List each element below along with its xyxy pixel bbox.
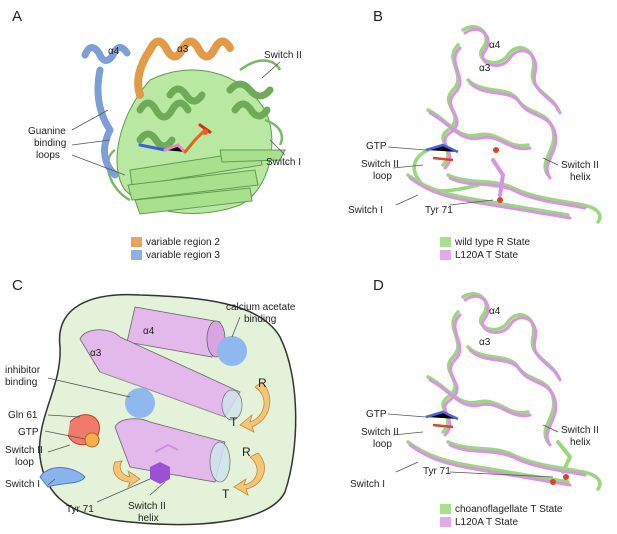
- label-switch2-helix-2: helix: [138, 513, 159, 524]
- panel-d: D: [308, 267, 617, 534]
- label-alpha3: α3: [479, 337, 491, 348]
- label-calcium-1: calcium acetate: [226, 302, 296, 313]
- legend-swatch-green: [440, 237, 451, 247]
- label-switch2-loop-2: loop: [373, 439, 392, 450]
- green-helices: [136, 80, 274, 150]
- label-switch1: Switch I: [5, 479, 41, 490]
- label-switch2-loop-2: loop: [373, 171, 392, 182]
- legend-label-l120a: L120A T State: [455, 250, 519, 261]
- gtp-ligand: [138, 123, 212, 154]
- label-switch2-helix-1: Switch II: [561, 160, 599, 171]
- gtp-sticks: [425, 143, 503, 203]
- label-guanine-2: binding: [34, 138, 67, 149]
- label-alpha3: α3: [479, 63, 491, 74]
- panel-d-structure: [387, 292, 602, 527]
- label-alpha3: α3: [90, 348, 102, 359]
- l120a-t-trace: [408, 294, 587, 487]
- label-tyr71: Tyr 71: [66, 504, 94, 515]
- panel-d-letter: D: [373, 277, 384, 294]
- legend-label-region3: variable region 3: [146, 250, 220, 261]
- panel-a-structure: [71, 37, 286, 260]
- label-switch1: Switch I: [348, 205, 384, 216]
- label-gtp: GTP: [18, 427, 39, 438]
- gtp-sticks: [425, 410, 569, 485]
- label-switch2-loop-1: Switch II: [361, 159, 399, 170]
- label-r-2: R: [242, 445, 251, 459]
- panel-c-letter: C: [12, 277, 23, 294]
- panel-a: A: [0, 0, 308, 267]
- label-switch2-helix-2: helix: [570, 172, 591, 183]
- panel-d-leaders: [387, 413, 559, 478]
- variable-region-3: [81, 44, 131, 179]
- panel-b-leaders: [387, 146, 559, 206]
- panel-c-leaders: [44, 316, 241, 503]
- label-inhibitor-2: binding: [5, 377, 38, 388]
- label-guanine-3: loops: [36, 150, 60, 161]
- legend-swatch-green: [440, 504, 451, 514]
- legend-label-wt: wild type R State: [455, 237, 531, 248]
- panel-c: C: [0, 267, 308, 534]
- label-switch2-loop-1: Switch II: [361, 427, 399, 438]
- label-switch2-helix-1: Switch II: [561, 425, 599, 436]
- label-switch1: Switch I: [266, 157, 302, 168]
- rt-arrows: [113, 381, 271, 496]
- calcium-site: [217, 336, 247, 366]
- label-r-1: R: [258, 376, 267, 390]
- label-switch2-helix-2: helix: [570, 437, 591, 448]
- l120a-t-trace: [408, 27, 587, 220]
- panel-b-letter: B: [373, 8, 384, 25]
- switch2-helix-cylinder: [114, 418, 231, 483]
- label-gtp: GTP: [366, 141, 387, 152]
- panel-b-structure: [387, 25, 602, 260]
- label-tyr71: Tyr 71: [425, 205, 453, 216]
- legend-swatch-pink: [440, 517, 451, 527]
- label-t-2: T: [222, 487, 230, 501]
- label-switch2-helix-1: Switch II: [128, 501, 166, 512]
- panel-a-leaders: [71, 61, 286, 176]
- label-alpha4: α4: [489, 306, 501, 317]
- legend-label-l120a: L120A T State: [455, 517, 519, 528]
- inhibitor-site: [125, 388, 155, 418]
- label-alpha4: α4: [489, 40, 501, 51]
- label-tyr71: Tyr 71: [423, 466, 451, 477]
- legend-swatch-pink: [440, 250, 451, 260]
- legend-label-region2: variable region 2: [146, 237, 220, 248]
- label-alpha4: α4: [143, 326, 155, 337]
- label-t-1: T: [230, 415, 238, 429]
- label-switch1: Switch I: [350, 479, 386, 490]
- label-guanine-1: Guanine: [28, 126, 66, 137]
- label-switch2: Switch II: [264, 50, 302, 61]
- label-alpha3: α3: [177, 44, 189, 55]
- label-switch2-loop-1: Switch II: [5, 445, 43, 456]
- label-inhibitor-1: inhibitor: [5, 365, 41, 376]
- label-gtp: GTP: [366, 409, 387, 420]
- label-alpha4: α4: [108, 46, 120, 57]
- alpha3-cylinder: [79, 329, 243, 421]
- legend-swatch-blue: [131, 250, 142, 260]
- panel-a-letter: A: [12, 8, 23, 25]
- variable-region-2: [134, 37, 234, 99]
- label-calcium-2: binding: [244, 314, 277, 325]
- legend-label-choano: choanoflagellate T State: [455, 504, 563, 515]
- tyr71-hexagon: [150, 462, 170, 484]
- panel-b: B: [308, 0, 617, 267]
- label-gln61: Gln 61: [8, 410, 38, 421]
- label-switch2-loop-2: loop: [15, 457, 34, 468]
- legend-swatch-orange: [131, 237, 142, 247]
- panel-c-schematic: [38, 293, 297, 526]
- green-loops: [106, 59, 284, 202]
